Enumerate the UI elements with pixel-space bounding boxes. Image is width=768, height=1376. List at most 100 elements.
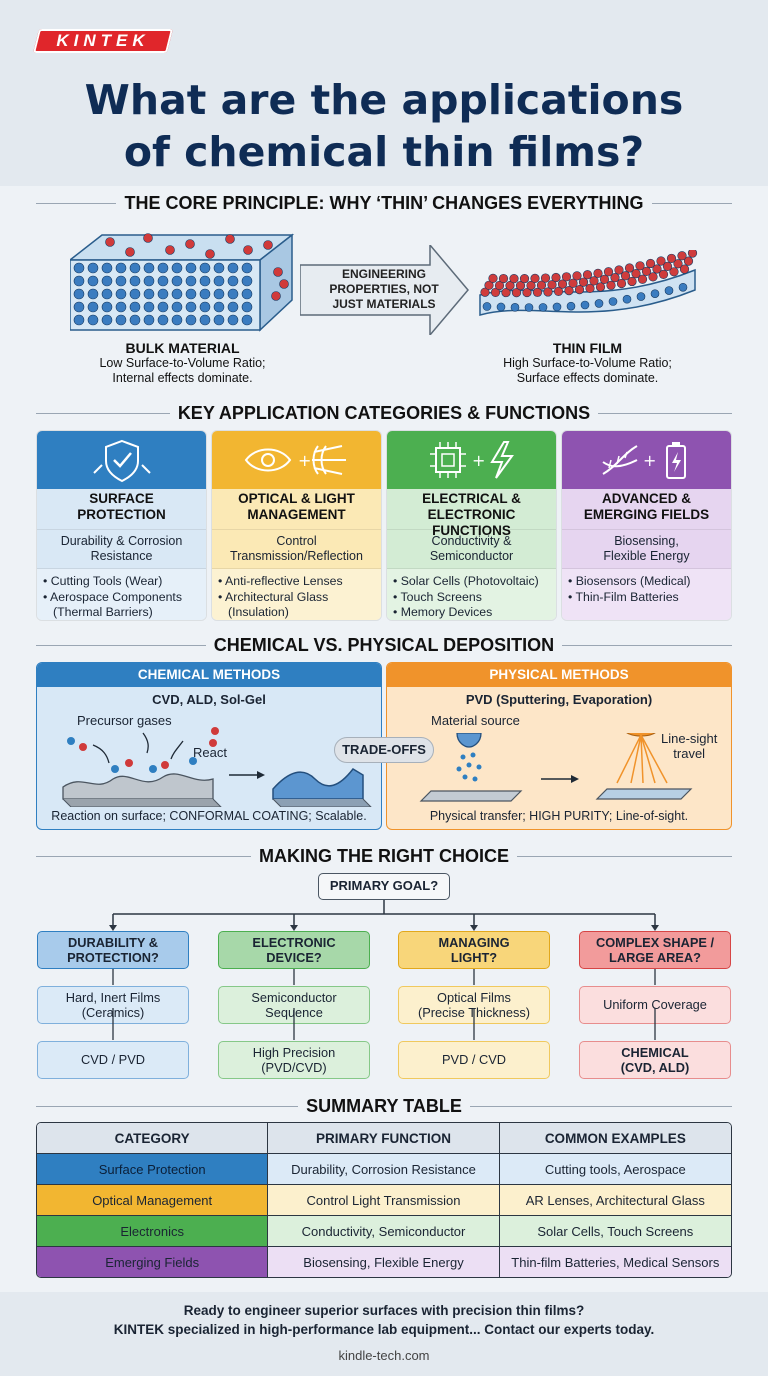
thin-title: THIN FILM — [552, 340, 623, 356]
particle-dot — [522, 287, 532, 298]
particle-dot — [171, 262, 183, 274]
physical-deposition-illustration — [419, 733, 693, 802]
particle-dot — [205, 249, 215, 259]
category-examples: • Solar Cells (Photovoltaic) • Touch Scr… — [387, 569, 556, 620]
particle-dot — [101, 314, 113, 326]
particle-dot — [679, 264, 690, 274]
particle-dot — [624, 263, 635, 273]
particle-dot — [564, 285, 574, 296]
particle-dot — [185, 239, 195, 249]
engineering-arrow — [300, 245, 469, 335]
particle-dot — [143, 262, 155, 274]
particle-dot — [637, 274, 648, 284]
table-header-cell: CATEGORY — [37, 1123, 269, 1153]
particle-dot — [241, 314, 253, 326]
particle-dot — [658, 269, 669, 279]
header: KINTEK What are the applications of chem… — [0, 0, 768, 186]
core-section-title: THE CORE PRINCIPLE: WHY ‘THIN’ CHANGES E… — [36, 193, 732, 214]
particle-dot — [73, 301, 85, 313]
particle-dot — [73, 288, 85, 300]
particle-dot — [271, 291, 281, 301]
primary-goal-node[interactable]: PRIMARY GOAL? — [318, 873, 450, 900]
particle-dot — [641, 266, 652, 276]
particle-dot — [199, 314, 211, 326]
particle-dot — [185, 301, 197, 313]
particle-dot — [664, 286, 674, 295]
particle-dot — [595, 282, 606, 292]
table-row: Optical Management Control Light Transmi… — [37, 1185, 731, 1216]
particle-dot — [580, 300, 590, 310]
particle-dot — [578, 277, 589, 287]
particle-dot — [652, 264, 662, 274]
title-line-1: What are the applications — [84, 76, 684, 124]
particle-dot — [73, 262, 85, 274]
category-electronic[interactable]: + ELECTRICAL &ELECTRONIC FUNCTIONS Condu… — [386, 430, 557, 621]
title-line-2: of chemical thin films? — [123, 128, 645, 176]
footer-cta: Ready to engineer superior surfaces with… — [113, 1303, 655, 1337]
deposition-section-title: CHEMICAL VS. PHYSICAL DEPOSITION — [36, 635, 732, 656]
chip-bolt-icon: + — [387, 431, 556, 489]
particle-dot — [568, 278, 578, 288]
table-header-cell: PRIMARY FUNCTION — [268, 1123, 500, 1153]
particle-dot — [530, 273, 540, 283]
particle-dot — [631, 269, 641, 279]
particle-dot — [480, 287, 490, 297]
particle-dot — [227, 262, 239, 274]
particle-dot — [650, 289, 660, 298]
physical-methods-panel[interactable]: PHYSICAL METHODS PVD (Sputtering, Evapor… — [386, 662, 732, 830]
particle-dot — [87, 314, 99, 326]
particle-dot — [553, 286, 564, 296]
particle-dot — [241, 301, 253, 313]
table-row: Emerging Fields Biosensing, Flexible Ene… — [37, 1247, 731, 1277]
particle-dot — [683, 256, 694, 266]
particle-dot — [185, 262, 197, 274]
particle-dot — [143, 314, 155, 326]
shield-icon — [37, 431, 206, 489]
bulk-caption: BULK MATERIAL Low Surface-to-Volume Rati… — [70, 341, 295, 386]
particle-dot — [687, 250, 698, 258]
particle-dot — [101, 275, 113, 287]
particle-dot — [627, 276, 637, 287]
particle-dot — [538, 303, 548, 312]
category-emerging[interactable]: + ADVANCED &EMERGING FIELDS Biosensing,F… — [561, 430, 732, 621]
particle-dot — [608, 297, 618, 306]
particle-dot — [273, 267, 283, 277]
particle-dot — [185, 275, 197, 287]
particle-dot — [648, 272, 658, 282]
particle-dot — [547, 280, 557, 290]
decision-column-arrows — [112, 969, 656, 1040]
particle-dot — [622, 294, 632, 304]
particle-dot — [87, 275, 99, 287]
particle-dot — [87, 262, 99, 274]
bulk-title: BULK MATERIAL — [125, 340, 240, 356]
particle-dot — [589, 276, 599, 286]
particle-dot — [524, 303, 534, 312]
chemical-methods-panel[interactable]: CHEMICAL METHODS CVD, ALD, Sol-Gel Precu… — [36, 662, 382, 830]
tradeoffs-badge: TRADE-OFFS — [334, 737, 434, 763]
bulk-material-illustration — [70, 233, 295, 332]
particle-dot — [532, 287, 543, 297]
particle-dot — [552, 302, 562, 312]
particle-dot — [227, 288, 239, 300]
kintek-logo[interactable]: KINTEK — [33, 29, 173, 53]
table-header-row: CATEGORY PRIMARY FUNCTION COMMON EXAMPLE… — [37, 1123, 731, 1154]
footer-url-link[interactable]: kindle-tech.com — [338, 1348, 430, 1363]
thin-film-illustration — [479, 250, 698, 316]
particle-dot — [241, 288, 253, 300]
choice-complex-head[interactable]: COMPLEX SHAPE /LARGE AREA? — [579, 931, 731, 969]
particle-dot — [157, 288, 169, 300]
particle-dot — [129, 301, 141, 313]
particle-dot — [165, 245, 175, 255]
choice-durability-head[interactable]: DURABILITY &PROTECTION? — [37, 931, 189, 969]
arrow-text: ENGINEERING PROPERTIES, NOT JUST MATERIA… — [329, 267, 439, 311]
particle-dot — [636, 292, 646, 301]
thin-caption: THIN FILM High Surface-to-Volume Ratio; … — [475, 341, 700, 386]
particle-dot — [171, 314, 183, 326]
particle-dot — [199, 275, 211, 287]
particle-dot — [593, 268, 603, 278]
category-examples: • Biosensors (Medical) • Thin-Film Batte… — [562, 569, 731, 620]
